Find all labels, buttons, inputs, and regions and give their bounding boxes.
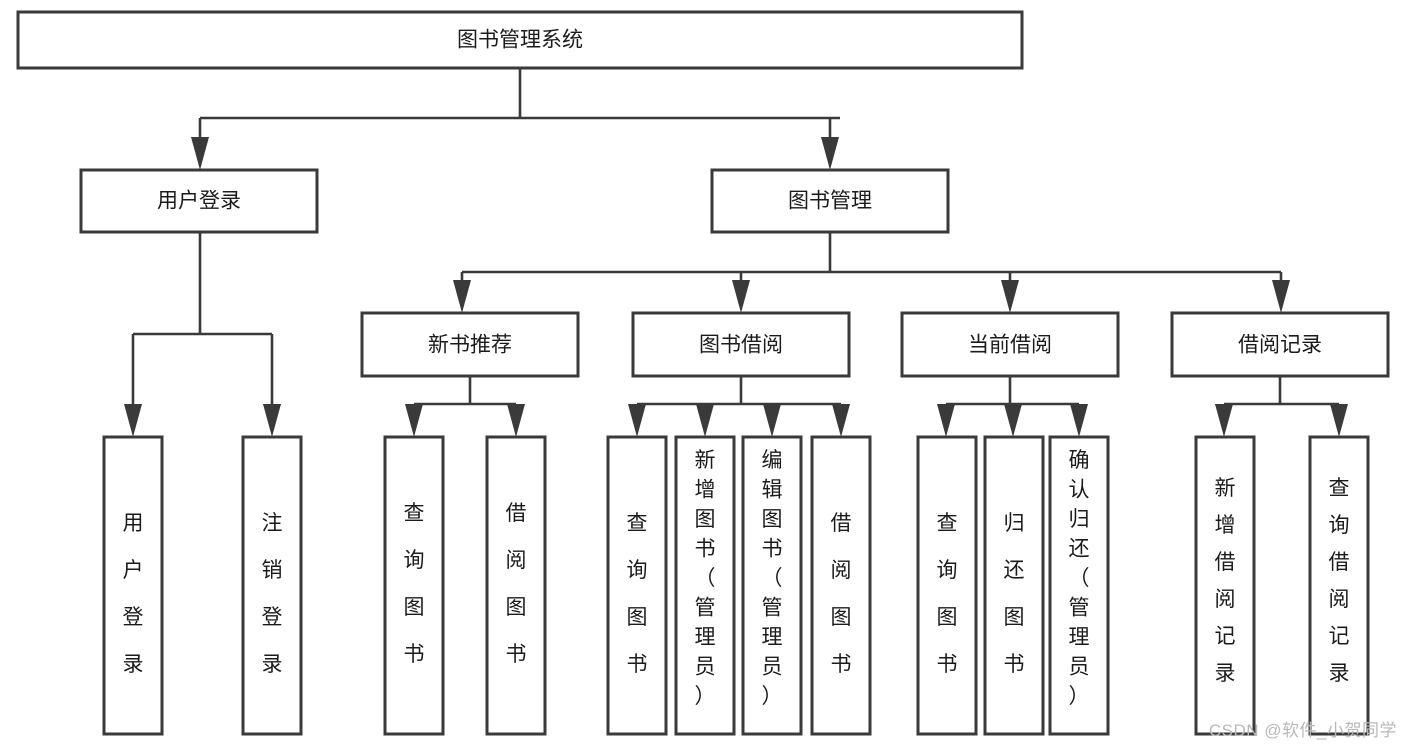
node-leaf-borrow-book-2[interactable]: 借阅图书 (810, 435, 872, 736)
node-new-book-recommend-box[interactable] (360, 311, 580, 378)
node-book-borrow-box[interactable] (631, 311, 851, 378)
node-leaf-return-book-box[interactable] (983, 435, 1045, 736)
node-leaf-query-record-box[interactable] (1308, 435, 1370, 736)
arrow-head-icon (628, 404, 646, 437)
arrow-head-icon (1330, 404, 1348, 437)
node-borrow-record[interactable]: 借阅记录 (1170, 311, 1390, 378)
node-leaf-add-book-label: 新增图书（管理员） (695, 449, 716, 708)
node-current-borrow[interactable]: 当前借阅 (900, 311, 1120, 378)
node-leaf-query-record-label: 查询借阅记录 (1329, 477, 1350, 685)
arrow-head-icon (832, 404, 850, 437)
node-leaf-query-book-2-label: 查询图书 (627, 512, 648, 676)
node-book-borrow[interactable]: 图书借阅 (631, 311, 851, 378)
node-leaf-confirm-return[interactable]: 确认归还（管理员） (1048, 435, 1110, 736)
arrow-head-icon (1215, 404, 1233, 437)
arrow-head-icon (507, 404, 525, 437)
arrow-head-icon (763, 404, 781, 437)
node-leaf-edit-book-label: 编辑图书（管理员） (762, 449, 783, 708)
arrow-head-icon (1004, 404, 1022, 437)
node-user-login-label: 用户登录 (157, 190, 241, 213)
node-leaf-query-record[interactable]: 查询借阅记录 (1308, 435, 1370, 736)
node-leaf-query-book-2[interactable]: 查询图书 (606, 435, 668, 736)
node-leaf-user-login-label: 用户登录 (123, 512, 144, 676)
node-leaf-logout-login-label: 注销登录 (262, 512, 283, 676)
node-leaf-return-book-label: 归还图书 (1004, 512, 1025, 676)
node-leaf-query-book-1[interactable]: 查询图书 (383, 435, 445, 736)
node-user-login-box[interactable] (79, 168, 319, 234)
arrow-head-icon (937, 404, 955, 437)
node-leaf-edit-book-box[interactable] (741, 435, 803, 736)
node-book-borrow-label: 图书借阅 (699, 334, 783, 357)
node-book-manage-box[interactable] (710, 168, 950, 234)
node-leaf-borrow-book-1[interactable]: 借阅图书 (485, 435, 547, 736)
node-borrow-record-box[interactable] (1170, 311, 1390, 378)
node-root[interactable]: 图书管理系统 (16, 10, 1024, 70)
node-leaf-confirm-return-box[interactable] (1048, 435, 1110, 736)
node-user-login[interactable]: 用户登录 (79, 168, 319, 234)
node-leaf-user-login[interactable]: 用户登录 (102, 435, 164, 736)
node-leaf-logout-login-box[interactable] (241, 435, 303, 736)
node-current-borrow-box[interactable] (900, 311, 1120, 378)
node-current-borrow-label: 当前借阅 (968, 334, 1052, 357)
arrow-head-icon (696, 404, 714, 437)
node-leaf-query-book-3-label: 查询图书 (937, 512, 958, 676)
node-borrow-record-label: 借阅记录 (1238, 334, 1322, 357)
node-leaf-query-book-3-box[interactable] (916, 435, 978, 736)
connector-layer (124, 68, 1348, 437)
node-new-book-recommend[interactable]: 新书推荐 (360, 311, 580, 378)
arrow-head-icon (191, 137, 209, 170)
node-leaf-add-book-box[interactable] (674, 435, 736, 736)
node-leaf-add-book[interactable]: 新增图书（管理员） (674, 435, 736, 736)
node-leaf-query-book-2-box[interactable] (606, 435, 668, 736)
arrow-head-icon (732, 280, 750, 313)
arrow-head-icon (1272, 280, 1290, 313)
node-book-manage[interactable]: 图书管理 (710, 168, 950, 234)
node-leaf-borrow-book-1-label: 借阅图书 (506, 502, 527, 666)
arrow-head-icon (405, 404, 423, 437)
node-leaf-query-book-3[interactable]: 查询图书 (916, 435, 978, 736)
node-leaf-borrow-book-2-box[interactable] (810, 435, 872, 736)
arrow-head-icon (124, 404, 142, 437)
node-book-manage-label: 图书管理 (788, 190, 872, 213)
arrow-head-icon (1070, 404, 1088, 437)
node-leaf-query-book-1-box[interactable] (383, 435, 445, 736)
node-leaf-confirm-return-label: 确认归还（管理员） (1069, 449, 1090, 708)
node-root-box[interactable] (16, 10, 1024, 70)
node-leaf-query-book-1-label: 查询图书 (404, 502, 425, 666)
node-new-book-recommend-label: 新书推荐 (428, 334, 512, 357)
node-leaf-edit-book[interactable]: 编辑图书（管理员） (741, 435, 803, 736)
node-leaf-add-record-label: 新增借阅记录 (1215, 477, 1236, 685)
arrow-head-icon (821, 137, 839, 170)
node-leaf-borrow-book-1-box[interactable] (485, 435, 547, 736)
node-leaf-return-book[interactable]: 归还图书 (983, 435, 1045, 736)
node-leaf-add-record-box[interactable] (1194, 435, 1256, 736)
node-leaf-user-login-box[interactable] (102, 435, 164, 736)
node-root-label: 图书管理系统 (457, 29, 583, 52)
node-leaf-logout-login[interactable]: 注销登录 (241, 435, 303, 736)
arrow-head-icon (453, 280, 471, 313)
node-leaf-borrow-book-2-label: 借阅图书 (831, 512, 852, 676)
arrow-head-icon (1001, 280, 1019, 313)
node-leaf-add-record[interactable]: 新增借阅记录 (1194, 435, 1256, 736)
arrow-head-icon (263, 404, 281, 437)
